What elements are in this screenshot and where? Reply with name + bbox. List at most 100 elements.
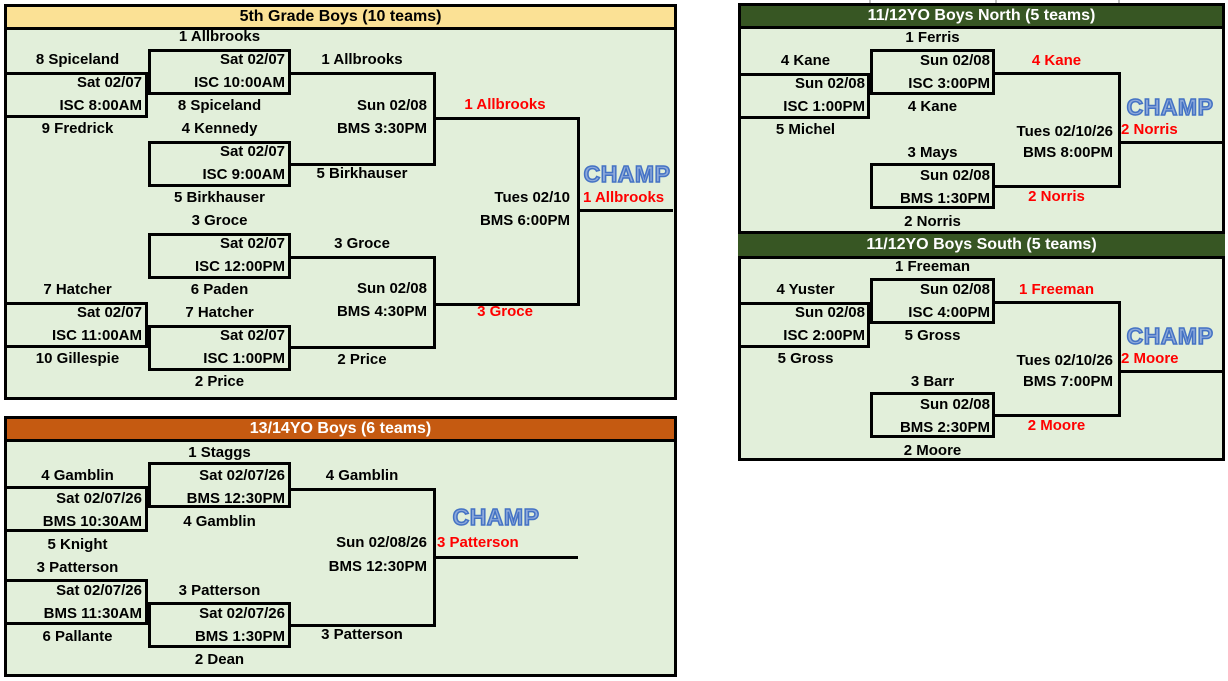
match-date: Sun 02/08 (794, 75, 865, 92)
match-venue: ISC 1:00PM (783, 98, 865, 115)
match-date: Sat 02/07 (219, 327, 285, 344)
match-venue: ISC 9:00AM (202, 166, 285, 183)
match-box (148, 602, 291, 648)
team-name: 3 Groce (334, 235, 390, 252)
bracket-11-12yo-boys: 11/12YO Boys North (5 teams) 4 Kane Sun … (738, 3, 1225, 461)
match-box (148, 325, 291, 371)
team-name: 1 Allbrooks (178, 28, 261, 45)
team-name: 2 Dean (194, 651, 245, 668)
match-venue: BMS 2:30PM (899, 419, 990, 436)
team-name: 9 Fredrick (41, 120, 114, 137)
team-name: 1 Freeman (894, 258, 971, 275)
champ-label: CHAMP (452, 503, 540, 531)
match-box (4, 579, 148, 625)
champ-label: CHAMP (1126, 93, 1214, 121)
match-date: Sat 02/07/26 (199, 605, 285, 622)
champ-label: CHAMP (1126, 322, 1214, 350)
team-name: 5 Michel (775, 121, 836, 138)
match-date: Sat 02/07/26 (56, 490, 142, 507)
team-name: 6 Paden (190, 281, 249, 298)
bracket-5th-grade-boys: 5th Grade Boys (10 teams) 8 Spiceland Sa… (4, 4, 677, 400)
winner-name: 2 Moore (1027, 417, 1086, 434)
match-date: Sat 02/07 (219, 235, 285, 252)
bracket-13-14yo-boys: 13/14YO Boys (6 teams) 4 Gamblin Sat 02/… (4, 416, 677, 677)
match-date: Sat 02/07/26 (56, 582, 142, 599)
team-name: 2 Price (337, 351, 387, 368)
match-box (738, 73, 870, 119)
match-box (148, 141, 291, 187)
match-venue: BMS 4:30PM (336, 303, 427, 320)
team-name: 3 Patterson (321, 626, 403, 643)
team-name: 4 Kane (907, 98, 958, 115)
winner-name: 1 Freeman (1018, 281, 1095, 298)
match-venue: BMS 10:30AM (42, 513, 142, 530)
match-date: Sun 02/08 (794, 304, 865, 321)
champ-line (433, 556, 578, 559)
match-venue: ISC 8:00AM (59, 97, 142, 114)
match-venue: BMS 1:30PM (194, 628, 285, 645)
match-date: Sun 02/08 (919, 52, 990, 69)
team-name: 2 Moore (903, 442, 962, 459)
match-box (148, 462, 291, 508)
match-box (148, 49, 291, 95)
match-venue: ISC 3:00PM (908, 75, 990, 92)
match-venue: BMS 7:00PM (1022, 373, 1113, 390)
match-date: Tues 02/10/26 (1016, 123, 1113, 140)
winner-name: 3 Groce (477, 303, 533, 320)
match-date: Sun 02/08/26 (336, 534, 427, 551)
team-name: 8 Spiceland (35, 51, 120, 68)
team-name: 1 Allbrooks (321, 51, 403, 68)
team-name: 6 Pallante (42, 628, 113, 645)
champion-name: 2 Moore (1121, 350, 1179, 367)
bracket-connector (995, 72, 1121, 188)
team-name: 1 Staggs (188, 444, 251, 461)
match-date: Sun 02/08 (356, 97, 427, 114)
match-box (4, 302, 148, 348)
champ-line (1118, 141, 1222, 144)
team-name: 7 Hatcher (43, 281, 112, 298)
team-name: 3 Mays (907, 144, 958, 161)
team-name: 10 Gillespie (35, 350, 120, 367)
match-date: Sat 02/07/26 (199, 467, 285, 484)
team-name: 5 Birkhauser (174, 189, 265, 206)
team-name: 1 Ferris (905, 29, 960, 46)
match-venue: ISC 12:00PM (194, 258, 285, 275)
champ-line (577, 209, 673, 212)
match-venue: BMS 12:30PM (186, 490, 285, 507)
match-date: Tues 02/10/26 (1016, 352, 1113, 369)
match-date: Sun 02/08 (919, 396, 990, 413)
match-date: Sun 02/08 (356, 280, 427, 297)
champion-name: 2 Norris (1121, 121, 1178, 138)
winner-name: 2 Norris (1028, 188, 1085, 205)
match-date: Sat 02/07 (76, 74, 142, 91)
bracket-title: 11/12YO Boys North (5 teams) (741, 6, 1222, 29)
match-venue: BMS 3:30PM (336, 120, 427, 137)
champ-label: CHAMP (583, 160, 671, 188)
gridline-stub (869, 0, 871, 4)
team-name: 7 Hatcher (185, 304, 254, 321)
match-venue: ISC 2:00PM (783, 327, 865, 344)
bracket-connector (995, 301, 1121, 417)
match-venue: BMS 12:30PM (328, 558, 427, 575)
match-box (870, 392, 995, 438)
team-name: 4 Kennedy (181, 120, 258, 137)
team-name: 8 Spiceland (177, 97, 262, 114)
team-name: 5 Knight (47, 536, 108, 553)
bracket-title: 13/14YO Boys (6 teams) (7, 419, 674, 442)
match-venue: BMS 11:30AM (43, 605, 142, 622)
match-box (870, 278, 995, 324)
champion-name: 1 Allbrooks (583, 189, 665, 206)
match-venue: BMS 8:00PM (1022, 144, 1113, 161)
match-box (4, 72, 148, 118)
bracket-connector (291, 256, 436, 349)
match-box (870, 49, 995, 95)
bracket-title: 11/12YO Boys South (5 teams) (738, 231, 1225, 259)
match-venue: ISC 1:00PM (203, 350, 285, 367)
team-name: 5 Gross (777, 350, 834, 367)
team-name: 4 Kane (780, 52, 831, 69)
team-name: 2 Norris (904, 213, 961, 230)
match-box (738, 302, 870, 348)
winner-name: 1 Allbrooks (464, 96, 546, 113)
match-date: Sun 02/08 (919, 281, 990, 298)
